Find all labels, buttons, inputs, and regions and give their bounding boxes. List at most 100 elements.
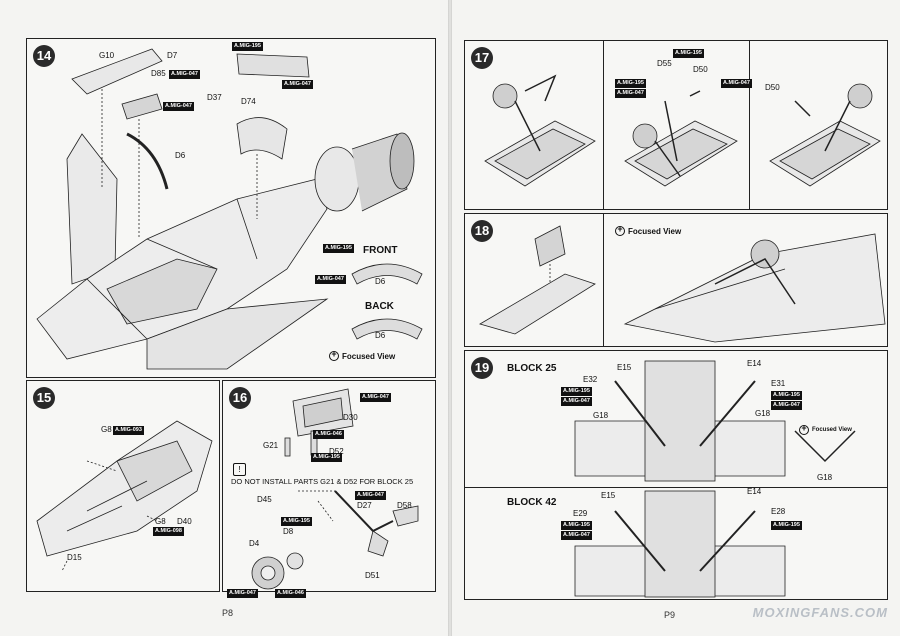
part-label: D45: [257, 495, 272, 504]
part-label: D40: [177, 517, 192, 526]
gear-bay-drawing: [484, 74, 881, 187]
paint-tag: A.MIG-195: [281, 517, 312, 526]
part-label: D30: [343, 413, 358, 422]
divider: [603, 41, 604, 209]
paint-tag: A.MIG-047: [163, 102, 194, 111]
paint-tag: A.MIG-195: [311, 453, 342, 462]
paint-tag: A.MIG-047: [360, 393, 391, 402]
part-label: G21: [263, 441, 279, 450]
part-label: G8: [155, 517, 166, 526]
paint-tag: A.MIG-046: [313, 430, 344, 439]
divider: [465, 487, 887, 488]
part-label: G18: [817, 473, 833, 482]
inset-title-back: BACK: [365, 301, 394, 312]
paint-tag: A.MIG-195: [771, 521, 802, 530]
part-label: E32: [583, 375, 598, 384]
paint-tag: A.MIG-047: [721, 79, 752, 88]
part-label: G18: [593, 411, 609, 420]
part-label: D74: [241, 97, 256, 106]
part-label: E15: [617, 363, 632, 372]
paint-tag: A.MIG-047: [771, 401, 802, 410]
step-18-panel: 18 Focused View: [464, 213, 888, 347]
paint-tag: A.MIG-195: [615, 79, 646, 88]
part-label: E28: [771, 507, 786, 516]
watermark: MOXINGFANS.COM: [752, 605, 888, 620]
part-label: D50: [765, 83, 780, 92]
part-label: D27: [357, 501, 372, 510]
part-label: G18: [755, 409, 771, 418]
part-label: E15: [601, 491, 616, 500]
gear-door-drawing: [478, 225, 886, 343]
part-label: D51: [365, 571, 380, 580]
fuselage-drawing: [36, 420, 213, 572]
step-number: 18: [471, 220, 493, 242]
step-17-panel: 17 A.MIG-195 D55 D50 A.MIG-047 A.MIG-1: [464, 40, 888, 210]
paint-tag: A.MIG-093: [113, 426, 144, 435]
paint-tag: A.MIG-046: [275, 589, 306, 598]
step-number: 17: [471, 47, 493, 69]
paint-tag: A.MIG-047: [615, 89, 646, 98]
part-label: E29: [573, 509, 588, 518]
gear-drawing: [251, 388, 419, 590]
magnifier-icon: [329, 349, 339, 361]
step-number: 16: [229, 387, 251, 409]
paint-tag: A.MIG-047: [227, 589, 258, 598]
magnifier-icon: [799, 423, 809, 435]
part-label: E31: [771, 379, 786, 388]
focused-view-label: Focused View: [329, 349, 395, 361]
magnifier-icon: [615, 224, 625, 236]
part-label: E14: [747, 487, 762, 496]
part-label: G10: [99, 51, 115, 60]
paint-tag: A.MIG-195: [561, 521, 592, 530]
part-label: D58: [397, 501, 412, 510]
gear-well-drawing: [574, 360, 856, 598]
no-install-icon: !: [233, 463, 246, 476]
step-16-panel: 16 A.MIG-047 D30 A.MIG-046 G21 D52 A.MIG…: [222, 380, 436, 598]
paint-tag: A.MIG-098: [153, 527, 184, 536]
part-label: D15: [67, 553, 82, 562]
paint-tag: A.MIG-195: [232, 42, 263, 51]
part-label: D8: [283, 527, 294, 536]
paint-tag: A.MIG-195: [771, 391, 802, 400]
paint-tag: A.MIG-047: [561, 531, 592, 540]
paint-tag: A.MIG-047: [355, 491, 386, 500]
paint-tag: A.MIG-195: [561, 387, 592, 396]
warning-text: DO NOT INSTALL PARTS G21 & D52 FOR BLOCK…: [231, 477, 414, 486]
part-label: D6: [375, 277, 386, 286]
paint-tag: A.MIG-047: [169, 70, 200, 79]
step-number: 14: [33, 45, 55, 67]
step-number: 15: [33, 387, 55, 409]
step-number: 19: [471, 357, 493, 379]
part-label: D52: [329, 447, 344, 456]
part-label: G8: [101, 425, 112, 434]
inset-title-front: FRONT: [363, 245, 398, 256]
page-right: 17 A.MIG-195 D55 D50 A.MIG-047 A.MIG-1: [452, 0, 900, 636]
step-15-panel: 15 G8 A.MIG-093 G8 D40 A.MIG-098 D15: [26, 380, 220, 592]
part-label: E14: [747, 359, 762, 368]
block-25-title: BLOCK 25: [507, 363, 557, 374]
paint-tag: A.MIG-195: [673, 49, 704, 58]
page-left: 14: [0, 0, 448, 636]
step-19-panel: 19 BLOCK 25 BLOCK 42 E15 E14 E32 E31 A.M…: [464, 350, 888, 600]
divider: [749, 41, 750, 209]
page-number: P8: [222, 608, 234, 618]
part-label: D6: [375, 331, 386, 340]
part-label: D4: [249, 539, 260, 548]
divider: [603, 214, 604, 346]
part-label: D50: [693, 65, 708, 74]
part-label: D37: [207, 93, 222, 102]
binding-gutter: [448, 0, 452, 636]
focused-view-label: Focused View: [615, 224, 681, 236]
paint-tag: A.MIG-195: [323, 244, 354, 253]
paint-tag: A.MIG-047: [315, 275, 346, 284]
fuselage-drawing: [36, 48, 423, 370]
block-42-title: BLOCK 42: [507, 497, 557, 508]
focused-view-label: Focused View: [799, 423, 852, 435]
part-label: D6: [175, 151, 186, 160]
part-label: D85: [151, 69, 166, 78]
part-label: D7: [167, 51, 178, 60]
paint-tag: A.MIG-047: [282, 80, 313, 89]
step-14-panel: 14: [26, 38, 436, 378]
part-label: D55: [657, 59, 672, 68]
paint-tag: A.MIG-047: [561, 397, 592, 406]
